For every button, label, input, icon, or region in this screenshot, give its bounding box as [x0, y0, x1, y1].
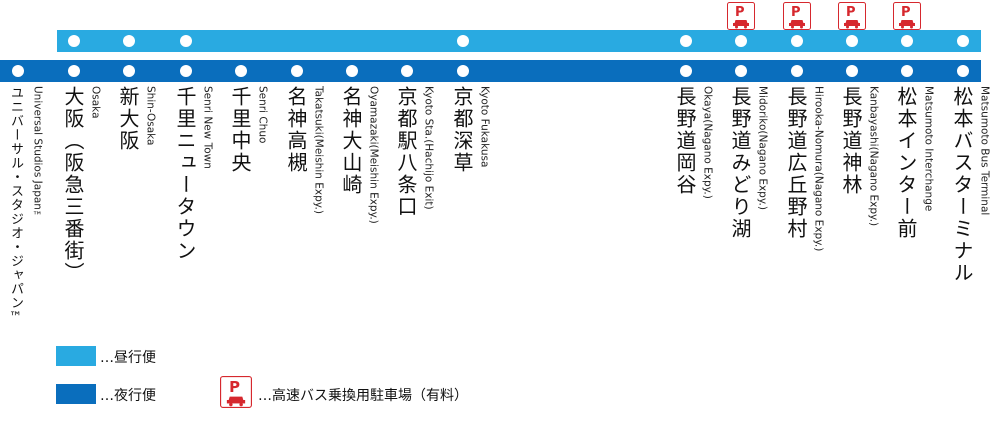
svg-text:P: P [791, 5, 801, 20]
night-stop-dot [901, 65, 913, 77]
legend-night-label: …夜行便 [100, 388, 156, 404]
stop-name-jp: 京都駅八条口 [394, 86, 418, 218]
stop-name-en: Matsumoto Bus Terminal [978, 86, 991, 216]
night-stop-dot [457, 65, 469, 77]
stop-name-en: Osaka [89, 86, 102, 119]
night-stop-dot [123, 65, 135, 77]
night-stop-dot [680, 65, 692, 77]
day-stop-dot [957, 35, 969, 47]
stop-name-en: Kyoto Fukakusa [478, 86, 491, 168]
night-stop-dot [180, 65, 192, 77]
parking-icon: P [220, 376, 252, 408]
stop-name-en: Shin-Osaka [144, 86, 157, 146]
day-stop-dot [68, 35, 80, 47]
parking-icon: P [783, 2, 811, 30]
stop-name-jp: 名神大山崎 [339, 86, 363, 196]
night-stop-dot [791, 65, 803, 77]
night-stop-dot [346, 65, 358, 77]
night-stop-dot [235, 65, 247, 77]
day-stop-dot [123, 35, 135, 47]
stop-name-jp: 名神高槻 [284, 86, 308, 174]
day-stop-dot [846, 35, 858, 47]
stop-name-en: Hirooka-Nomura(Nagano Expy.) [812, 86, 825, 252]
stop-name-jp: 千里中央 [228, 86, 252, 174]
stop-name-jp: 長野道広丘野村 [784, 86, 808, 240]
night-stop-dot [401, 65, 413, 77]
parking-icon: P [893, 2, 921, 30]
stop-name-en: Midoriko(Nagano Expy.) [756, 86, 769, 210]
svg-text:P: P [735, 5, 745, 20]
day-stop-dot [180, 35, 192, 47]
night-stop-dot [846, 65, 858, 77]
svg-text:P: P [846, 5, 856, 20]
stop-name-jp: 松本バスターミナル [950, 86, 974, 284]
daytime-route-bar [57, 30, 981, 52]
day-stop-dot [791, 35, 803, 47]
svg-text:P: P [229, 378, 240, 396]
night-stop-dot [957, 65, 969, 77]
stop-name-en: Universal Studios Japan™ [31, 86, 44, 222]
parking-icon: P [727, 2, 755, 30]
overnight-route-bar [0, 60, 981, 82]
legend-parking-label: …高速バス乗換用駐車場（有料） [258, 388, 468, 404]
svg-text:P: P [901, 5, 911, 20]
stop-name-jp: 長野道みどり湖 [728, 86, 752, 240]
night-stop-dot [735, 65, 747, 77]
stop-name-jp: 新大阪 [116, 86, 140, 152]
stop-name-jp: 千里ニュータウン [173, 86, 197, 262]
night-stop-dot [68, 65, 80, 77]
stop-name-jp: 京都深草 [450, 86, 474, 174]
stop-name-en: Kanbayashi(Nagano Expy.) [867, 86, 880, 227]
stop-name-en: Matsumoto Interchange [922, 86, 935, 212]
stop-name-en: Senri Chuo [256, 86, 269, 144]
legend-night-swatch [56, 384, 96, 404]
stop-name-jp: 長野道岡谷 [673, 86, 697, 196]
day-stop-dot [680, 35, 692, 47]
night-stop-dot [291, 65, 303, 77]
day-stop-dot [735, 35, 747, 47]
stop-name-en: Senri New Town [201, 86, 214, 169]
legend-day-swatch [56, 346, 96, 366]
day-stop-dot [457, 35, 469, 47]
day-stop-dot [901, 35, 913, 47]
stop-name-en: Oyamazaki(Meishin Expy.) [367, 86, 380, 224]
stop-name-jp: 大阪（阪急三番街） [61, 86, 85, 284]
parking-icon: P [838, 2, 866, 30]
stop-name-en: Okaya(Nagano Expy.) [701, 86, 714, 199]
stop-name-jp: ユニバーサル・スタジオ・ジャパン™ [8, 86, 23, 326]
stop-name-en: Kyoto Sta.(Hachijo Exit) [422, 86, 435, 210]
stop-name-jp: 長野道神林 [839, 86, 863, 196]
stop-name-en: Takatsuki(Meishin Expy.) [312, 86, 325, 214]
night-stop-dot [12, 65, 24, 77]
stop-name-jp: 松本インター前 [894, 86, 918, 240]
legend-day-label: …昼行便 [100, 350, 156, 366]
